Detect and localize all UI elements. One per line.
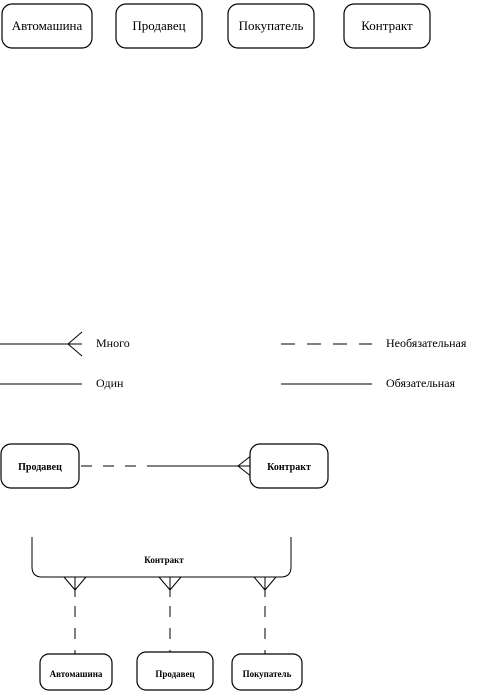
crow-foot-left <box>63 576 76 591</box>
entity-avtomashina[interactable]: Автомашина <box>1 3 93 49</box>
example2-kontrakt[interactable]: Контракт <box>31 537 292 578</box>
crow-foot-upper <box>67 331 83 345</box>
legend-optional-label: Необязательная <box>386 336 467 350</box>
entity-label: Продавец <box>155 669 195 679</box>
example2-connector-prodavets <box>158 576 182 652</box>
entity-pokupatel[interactable]: Покупатель <box>227 3 315 49</box>
entity-prodavets[interactable]: Продавец <box>115 3 203 49</box>
legend-mandatory-label: Обязательная <box>386 376 456 390</box>
entity-label: Покупатель <box>239 18 304 33</box>
legend-mandatory: Обязательная <box>281 376 456 390</box>
legend-one: Один <box>0 376 124 390</box>
legend-many-label: Много <box>96 336 130 350</box>
crow-foot-right <box>169 576 182 591</box>
entity-label: Продавец <box>18 462 62 473</box>
entity-label: Автомашина <box>50 669 103 679</box>
legend-many: Много <box>0 331 130 357</box>
kontrakt-bracket <box>31 537 292 578</box>
entity-label: Продавец <box>132 18 185 33</box>
example2-connector-pokupatel <box>253 576 277 654</box>
example2-avtomashina[interactable]: Автомашина <box>39 653 113 691</box>
entity-kontrakt[interactable]: Контракт <box>343 3 431 49</box>
crow-foot-right <box>264 576 277 591</box>
example1-relationship <box>81 454 253 478</box>
crow-foot-lower <box>67 343 83 357</box>
crow-foot-right <box>74 576 87 591</box>
example1-prodavets[interactable]: Продавец <box>0 443 80 489</box>
crow-foot-left <box>253 576 266 591</box>
entity-label: Контракт <box>267 462 311 473</box>
legend-one-label: Один <box>96 376 124 390</box>
example2-prodavets[interactable]: Продавец <box>136 651 214 691</box>
entity-label: Покупатель <box>243 669 292 679</box>
example2-pokupatel[interactable]: Покупатель <box>231 653 303 691</box>
crow-foot-left <box>158 576 171 591</box>
entity-label: Контракт <box>144 555 184 565</box>
legend-optional: Необязательная <box>281 336 467 350</box>
entity-label: Автомашина <box>12 18 83 33</box>
entity-label: Контракт <box>361 18 413 33</box>
example1-kontrakt[interactable]: Контракт <box>249 443 329 489</box>
example2-connector-avtomashina <box>63 576 87 654</box>
